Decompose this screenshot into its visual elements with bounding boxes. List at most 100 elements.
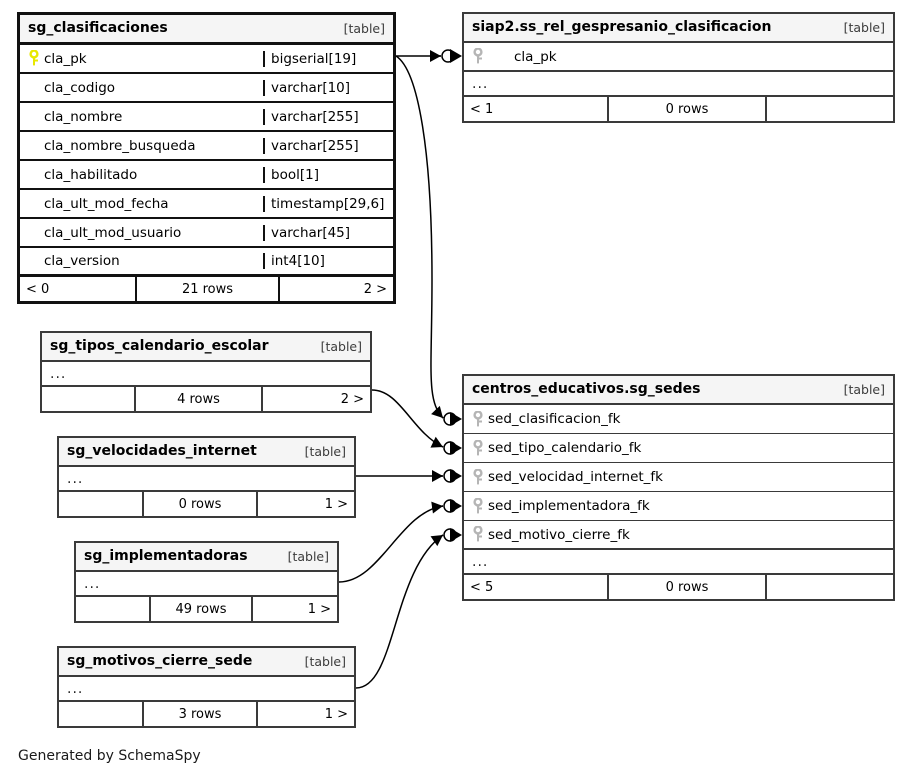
- column-name-cell: cla_nombre: [20, 108, 263, 125]
- footer-parent-count: < 1: [470, 101, 494, 117]
- column-label: cla_habilitado: [44, 166, 138, 183]
- column-row[interactable]: sed_velocidad_internet_fk: [464, 463, 893, 492]
- table-header: sg_implementadoras [table]: [76, 543, 337, 572]
- footer-child-count: [767, 97, 893, 121]
- column-row[interactable]: sed_clasificacion_fk: [464, 405, 893, 434]
- table-type-tag: [table]: [304, 653, 346, 669]
- table-footer: 4 rows 2 >: [42, 387, 370, 411]
- edge-endpoint-circle: [443, 441, 457, 455]
- column-row[interactable]: cla_ult_mod_fecha timestamp[29,6]: [20, 190, 393, 219]
- table-sg_implementadoras[interactable]: sg_implementadoras [table] ... 49 rows 1…: [74, 541, 339, 623]
- edge-endpoint-circle: [443, 412, 457, 426]
- column-name-cell: sed_clasificacion_fk: [464, 410, 893, 428]
- foreign-key-icon: [472, 468, 484, 486]
- column-label: sed_motivo_cierre_fk: [488, 526, 630, 543]
- column-row[interactable]: cla_pk bigserial[19]: [20, 45, 393, 74]
- column-row[interactable]: cla_version int4[10]: [20, 248, 393, 277]
- column-row[interactable]: cla_codigo varchar[10]: [20, 74, 393, 103]
- no-key-spacer: [28, 79, 40, 96]
- table-title: siap2.ss_rel_gespresanio_clasificacion: [472, 19, 772, 35]
- edge-motivos-cierre-to-sed-motivo: [355, 534, 444, 689]
- table-footer: < 1 0 rows: [464, 97, 893, 121]
- column-row[interactable]: sed_implementadora_fk: [464, 492, 893, 521]
- table-footer: 0 rows 1 >: [59, 492, 354, 516]
- footer-row-count: 0 rows: [142, 492, 258, 516]
- column-row[interactable]: cla_ult_mod_usuario varchar[45]: [20, 219, 393, 248]
- column-row[interactable]: cla_pk: [464, 43, 893, 72]
- no-key-spacer: [28, 253, 40, 270]
- column-label: cla_codigo: [44, 79, 116, 96]
- foreign-key-icon: [472, 410, 484, 428]
- column-name-cell: sed_motivo_cierre_fk: [464, 526, 893, 543]
- footer-parent-count: [59, 702, 142, 726]
- column-label: cla_nombre_busqueda: [44, 137, 196, 154]
- footer-row-count: 3 rows: [142, 702, 258, 726]
- column-row[interactable]: cla_nombre_busqueda varchar[255]: [20, 132, 393, 161]
- column-label: cla_nombre: [44, 108, 123, 125]
- footer-parent-count: [76, 597, 149, 621]
- table-type-tag: [table]: [320, 338, 362, 354]
- footer-child-count: 2 >: [363, 281, 387, 297]
- column-label: sed_tipo_calendario_fk: [488, 440, 642, 456]
- table-type-tag: [table]: [843, 19, 885, 35]
- column-label: cla_ult_mod_usuario: [44, 224, 182, 241]
- column-label: cla_pk: [514, 48, 557, 65]
- table-title: centros_educativos.sg_sedes: [472, 381, 701, 397]
- more-columns-ellipsis: ...: [59, 677, 354, 702]
- more-columns-ellipsis: ...: [59, 467, 354, 492]
- table-footer: 49 rows 1 >: [76, 597, 337, 621]
- column-type: bool[1]: [263, 166, 393, 183]
- table-sg_tipos_calendario_escolar[interactable]: sg_tipos_calendario_escolar [table] ... …: [40, 331, 372, 413]
- table-sg_velocidades_internet[interactable]: sg_velocidades_internet [table] ... 0 ro…: [57, 436, 356, 518]
- table-footer: 3 rows 1 >: [59, 702, 354, 726]
- footer-child-count: 1 >: [324, 496, 348, 512]
- footer-child-count: 1 >: [324, 706, 348, 722]
- table-ss_rel_gespresanio_clasificacion[interactable]: siap2.ss_rel_gespresanio_clasificacion […: [462, 12, 895, 123]
- table-title: sg_tipos_calendario_escolar: [50, 338, 269, 354]
- column-label: cla_pk: [44, 50, 87, 67]
- table-header: sg_clasificaciones [table]: [20, 15, 393, 45]
- column-name-cell: cla_ult_mod_fecha: [20, 195, 263, 212]
- edge-cla-pk-to-sed-clasificacion: [395, 55, 444, 419]
- more-columns-ellipsis: ...: [464, 72, 893, 97]
- column-row[interactable]: sed_motivo_cierre_fk: [464, 521, 893, 550]
- column-type: varchar[10]: [263, 79, 393, 96]
- table-sg_sedes[interactable]: centros_educativos.sg_sedes [table] sed_…: [462, 374, 895, 601]
- no-key-spacer: [28, 137, 40, 154]
- column-type: varchar[255]: [263, 137, 393, 154]
- footer-row-count: 4 rows: [134, 387, 263, 411]
- table-title: sg_motivos_cierre_sede: [67, 653, 253, 669]
- no-key-spacer: [28, 195, 40, 212]
- column-name-cell: cla_nombre_busqueda: [20, 137, 263, 154]
- table-title: sg_implementadoras: [84, 548, 248, 564]
- column-type: int4[10]: [263, 253, 393, 269]
- table-title: sg_velocidades_internet: [67, 443, 257, 459]
- footer-row-count: 0 rows: [607, 97, 767, 121]
- table-footer: < 0 21 rows 2 >: [20, 277, 393, 301]
- column-row[interactable]: cla_habilitado bool[1]: [20, 161, 393, 190]
- no-key-spacer: [28, 108, 40, 125]
- table-sg_motivos_cierre_sede[interactable]: sg_motivos_cierre_sede [table] ... 3 row…: [57, 646, 356, 728]
- column-name-cell: cla_version: [20, 253, 263, 270]
- column-name-cell: sed_implementadora_fk: [464, 497, 893, 515]
- column-type: varchar[255]: [263, 108, 393, 125]
- generated-by-note: Generated by SchemaSpy: [18, 748, 201, 764]
- column-type: bigserial[19]: [263, 50, 393, 67]
- edge-endpoint-circle: [443, 469, 457, 483]
- footer-parent-count: [42, 387, 134, 411]
- column-label: cla_ult_mod_fecha: [44, 195, 169, 212]
- table-type-tag: [table]: [843, 381, 885, 397]
- column-row[interactable]: sed_tipo_calendario_fk: [464, 434, 893, 463]
- table-header: sg_velocidades_internet [table]: [59, 438, 354, 467]
- column-label: sed_clasificacion_fk: [488, 411, 621, 427]
- foreign-key-icon: [472, 526, 484, 543]
- edge-endpoint-circle: [441, 49, 455, 63]
- column-row[interactable]: cla_nombre varchar[255]: [20, 103, 393, 132]
- table-header: sg_tipos_calendario_escolar [table]: [42, 333, 370, 362]
- table-type-tag: [table]: [287, 548, 329, 564]
- footer-parent-count: < 5: [470, 579, 494, 595]
- footer-parent-count: < 0: [26, 281, 50, 297]
- footer-row-count: 0 rows: [607, 575, 767, 599]
- table-sg_clasificaciones[interactable]: sg_clasificaciones [table] cla_pk bigser…: [17, 12, 396, 304]
